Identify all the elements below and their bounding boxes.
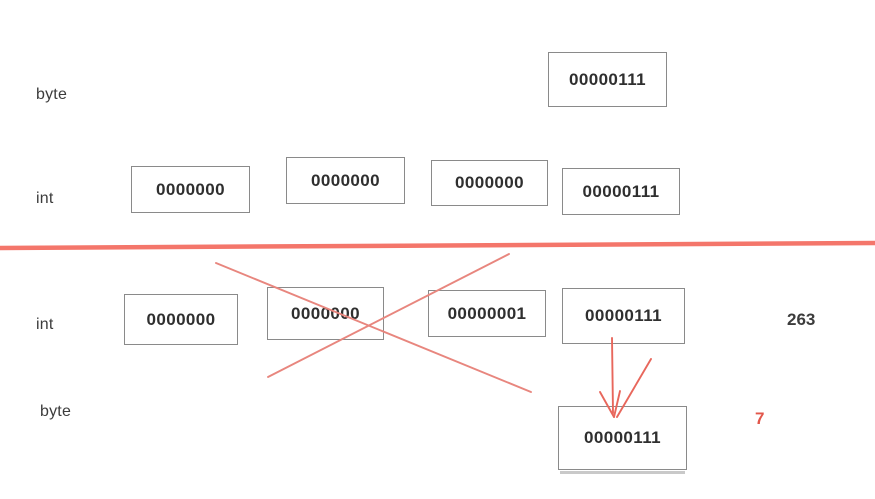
int-box-upper-3: 0000000 [431,160,548,206]
row-label-int-upper: int [36,190,54,207]
int-decimal-value-label: 263 [787,310,816,329]
scroll-indicator-bar [560,471,685,474]
int-box-upper-1-value: 0000000 [156,179,225,199]
int-box-upper-1: 0000000 [131,166,250,213]
int-box-upper-4-value: 00000111 [582,181,660,201]
int-box-lower-2-value: 0000000 [291,303,360,323]
int-box-lower-4-value: 00000111 [585,306,662,325]
int-box-lower-1: 0000000 [124,294,238,345]
byte-box-lower-value: 00000111 [584,428,661,447]
int-box-lower-4: 00000111 [562,288,685,344]
int-box-lower-3-value: 00000001 [447,303,527,323]
int-box-upper-2-value: 0000000 [311,170,380,190]
int-box-upper-4: 00000111 [562,168,680,215]
truncation-arrow-shaft [611,337,614,414]
row-label-byte-lower: byte [40,403,72,420]
int-box-upper-3-value: 0000000 [455,173,524,192]
int-box-upper-2: 0000000 [286,157,405,204]
byte-box-lower: 00000111 [558,406,687,470]
int-box-lower-1-value: 0000000 [146,309,216,329]
row-label-int-lower: int [36,316,54,333]
int-box-lower-3: 00000001 [428,290,546,337]
byte-box-upper-value: 00000111 [569,69,646,89]
byte-decimal-value-label: 7 [755,409,765,428]
int-box-lower-2: 0000000 [267,287,384,340]
byte-box-upper: 00000111 [548,52,667,107]
row-label-byte-upper: byte [36,86,68,103]
red-divider-line [0,240,875,251]
